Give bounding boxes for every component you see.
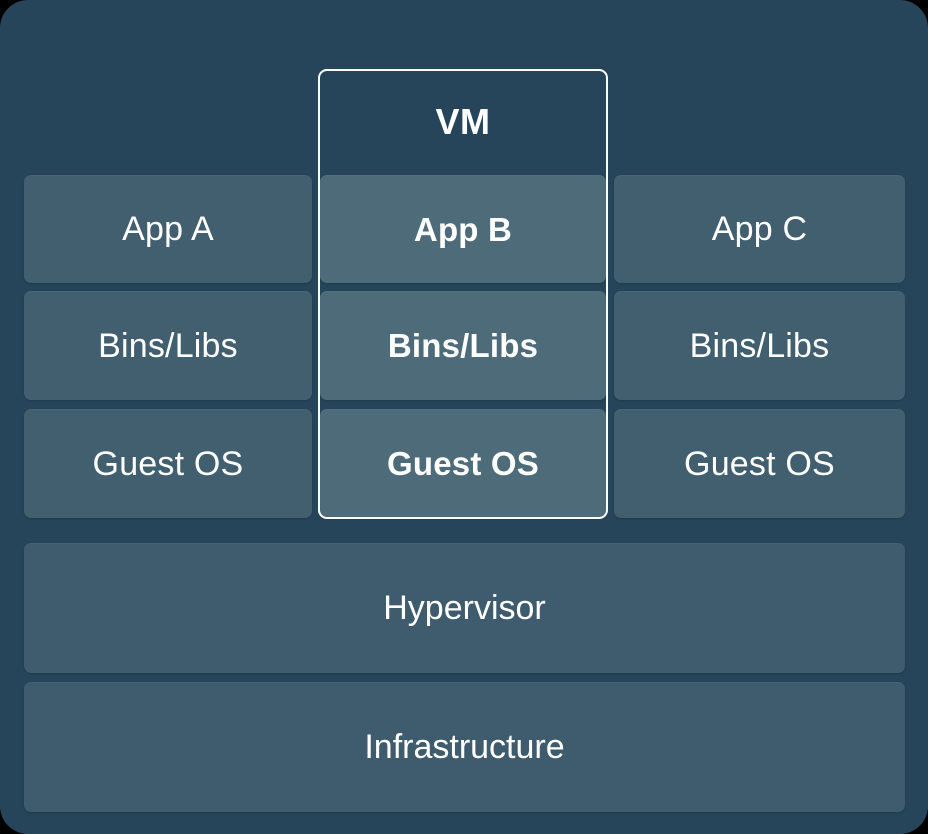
cell-guest-os-middle[interactable]: Guest OS (320, 409, 606, 518)
layer-hypervisor[interactable]: Hypervisor (24, 543, 905, 673)
cell-bins-libs-left[interactable]: Bins/Libs (24, 291, 312, 400)
cell-bins-libs-right[interactable]: Bins/Libs (614, 291, 905, 400)
cell-app-c[interactable]: App C (614, 175, 905, 283)
cell-guest-os-right[interactable]: Guest OS (614, 409, 905, 518)
vm-label: VM (435, 101, 491, 142)
layer-infrastructure[interactable]: Infrastructure (24, 682, 905, 812)
cell-bins-libs-middle[interactable]: Bins/Libs (320, 291, 606, 400)
cell-app-a[interactable]: App A (24, 175, 312, 283)
cell-app-b[interactable]: App B (320, 175, 606, 283)
cell-guest-os-left[interactable]: Guest OS (24, 409, 312, 518)
